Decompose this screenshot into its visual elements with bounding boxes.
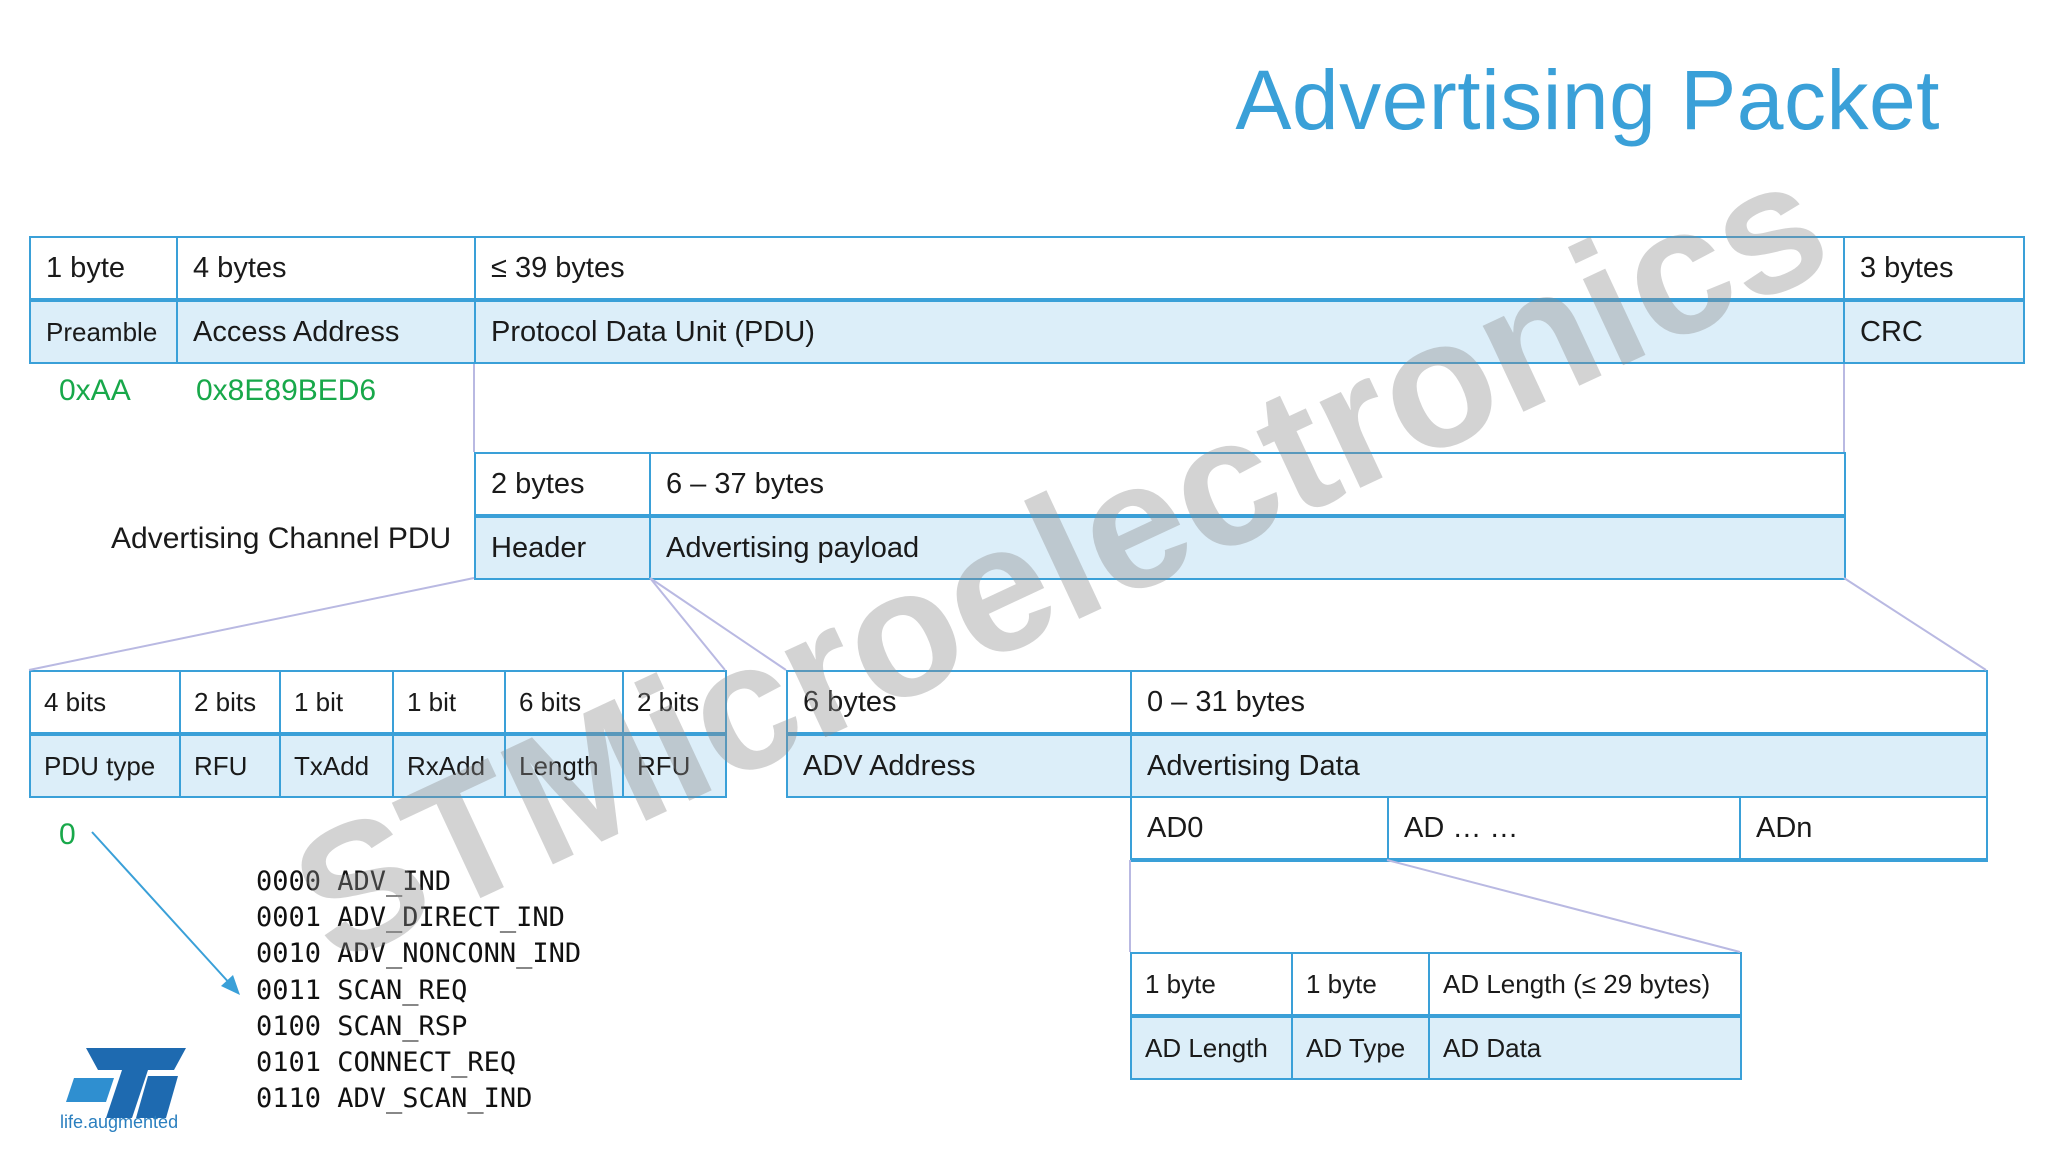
rfu-field-2: RFU <box>622 733 727 798</box>
arrowhead-icon <box>221 975 240 995</box>
adv-address-field: ADV Address <box>786 733 1132 798</box>
pdu-type-size: 4 bits <box>29 670 181 735</box>
ad-structure-table: 1 byte 1 byte AD Length (≤ 29 bytes) AD … <box>1130 952 1742 1080</box>
header-size: 2 bytes <box>474 452 651 517</box>
txadd-field: TxAdd <box>279 733 394 798</box>
pdu-type-item: 0001 ADV_DIRECT_IND <box>256 902 565 934</box>
st-logo <box>66 1048 186 1118</box>
rxadd-field: RxAdd <box>392 733 506 798</box>
length-field: Length <box>504 733 624 798</box>
pdu-type-item: 0000 ADV_IND <box>256 866 452 897</box>
pdu-type-arrow <box>91 831 233 987</box>
pdu-type-item: 0100 SCAN_RSP <box>256 1010 468 1042</box>
access-address-size: 4 bytes <box>176 236 476 301</box>
preamble-value: 0xAA <box>59 374 131 407</box>
page-title: Advertising Packet <box>1235 53 1940 147</box>
pdu-type-item: 0110 ADV_SCAN_IND <box>256 1083 533 1115</box>
pdu-type-field: PDU type <box>29 733 181 798</box>
pdu-size: ≤ 39 bytes <box>474 236 1845 301</box>
rfu-size-1: 2 bits <box>179 670 281 735</box>
txadd-size: 1 bit <box>279 670 394 735</box>
header-table: 4 bits 2 bits 1 bit 1 bit 6 bits 2 bits … <box>29 670 727 798</box>
rfu-size-2: 2 bits <box>622 670 727 735</box>
ad-ellipsis-cell: AD … … <box>1387 796 1741 861</box>
ad-structures-table: AD0 AD … … ADn <box>1130 796 1988 862</box>
ad-data-size: AD Length (≤ 29 bytes) <box>1428 952 1742 1017</box>
ad-type-field: AD Type <box>1291 1015 1430 1080</box>
length-size: 6 bits <box>504 670 624 735</box>
rxadd-size: 1 bit <box>392 670 506 735</box>
pdu-type-item: 0010 ADV_NONCONN_IND <box>256 938 582 970</box>
adn-cell: ADn <box>1739 796 1988 861</box>
ad-type-size: 1 byte <box>1291 952 1430 1017</box>
advertising-data-size: 0 – 31 bytes <box>1130 670 1988 735</box>
pdu-table: 2 bytes 6 – 37 bytes Header Advertising … <box>474 452 1846 580</box>
ad-expand-line-right <box>1386 859 1741 953</box>
pdu-type-item: 0101 CONNECT_REQ <box>256 1047 517 1079</box>
payload-expand-line-left <box>649 577 787 671</box>
preamble-field: Preamble <box>29 299 178 364</box>
pdu-type-value: 0 <box>59 818 76 851</box>
pdu-label: Advertising Channel PDU <box>111 522 452 555</box>
advertising-data-field: Advertising Data <box>1130 733 1988 798</box>
ad-length-size: 1 byte <box>1130 952 1293 1017</box>
crc-size: 3 bytes <box>1843 236 2025 301</box>
pdu-field: Protocol Data Unit (PDU) <box>474 299 1845 364</box>
logo-tagline: life.augmented <box>60 1112 179 1132</box>
access-address-value: 0x8E89BED6 <box>196 374 377 407</box>
adv-address-size: 6 bytes <box>786 670 1132 735</box>
ad0-cell: AD0 <box>1130 796 1389 861</box>
payload-table: 6 bytes 0 – 31 bytes ADV Address Adverti… <box>786 670 1988 798</box>
pdu-type-list: 0000 ADV_IND 0001 ADV_DIRECT_IND 0010 AD… <box>256 864 581 1117</box>
header-expand-line-left <box>28 577 475 671</box>
crc-field: CRC <box>1843 299 2025 364</box>
ad-data-field: AD Data <box>1428 1015 1742 1080</box>
access-address-field: Access Address <box>176 299 476 364</box>
header-expand-line-right <box>649 577 726 671</box>
preamble-size: 1 byte <box>29 236 178 301</box>
packet-table: 1 byte 4 bytes ≤ 39 bytes 3 bytes Preamb… <box>29 236 2025 364</box>
payload-expand-line-right <box>1843 577 1987 671</box>
payload-field: Advertising payload <box>649 515 1846 580</box>
rfu-field-1: RFU <box>179 733 281 798</box>
pdu-type-item: 0011 SCAN_REQ <box>256 974 468 1006</box>
ad-length-field: AD Length <box>1130 1015 1293 1080</box>
payload-size: 6 – 37 bytes <box>649 452 1846 517</box>
header-field: Header <box>474 515 651 580</box>
